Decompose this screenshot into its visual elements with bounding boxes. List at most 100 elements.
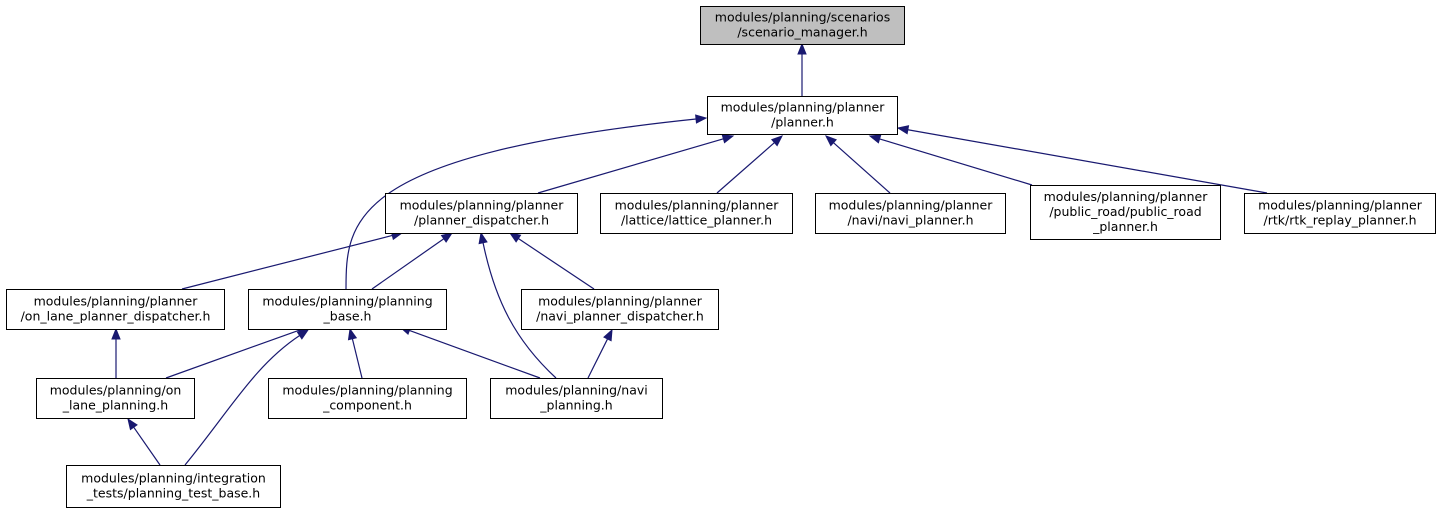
node-label-line: /public_road/public_road [1049,204,1201,219]
node-planning_test_base[interactable]: modules/planning/integration_tests/plann… [66,465,281,508]
edge-line [907,129,1268,194]
node-navi_planner_dispatcher[interactable]: modules/planning/planner/navi_planner_di… [521,289,719,330]
node-label-line: modules/planning/planning [282,383,452,398]
node-public_road_planner[interactable]: modules/planning/planner/public_road/pub… [1030,185,1221,240]
node-label-line: modules/planning/planner [538,294,703,309]
node-label-line: _planner.h [1092,219,1158,234]
arrowhead-icon [347,327,358,341]
edge-line [587,338,609,379]
edge-planning_test_base-to-planning_base [184,329,310,466]
node-planner_dispatcher[interactable]: modules/planning/planner/planner_dispatc… [385,193,578,234]
edge-line [833,142,891,194]
edge-line [517,238,595,290]
node-box [385,193,578,234]
node-lattice_planner[interactable]: modules/planning/planner/lattice/lattice… [600,193,793,234]
node-planner[interactable]: modules/planning/planner/planner.h [707,96,898,135]
node-planning_base[interactable]: modules/planning/planning_base.h [248,289,447,330]
edge-line [181,234,393,290]
node-label-line: /on_lane_planner_dispatcher.h [21,309,211,324]
node-label-line: modules/planning/planner [34,294,199,309]
node-label-line: _base.h [323,309,372,324]
arrowhead-icon [770,135,784,147]
node-box [248,289,447,330]
node-label-line: /navi/navi_planner.h [847,213,973,228]
node-label-line: /navi_planner_dispatcher.h [536,309,704,324]
arrowhead-icon [695,114,708,124]
arrowhead-icon [478,231,488,245]
edge-navi_planning-to-planner_dispatcher [478,231,557,379]
node-box [815,193,1006,234]
node-on_lane_planner_dispatcher[interactable]: modules/planning/planner/on_lane_planner… [6,289,225,330]
node-label-line: modules/planning/planner [1044,189,1209,204]
node-label-line: /planner.h [771,115,834,130]
node-label-line: /planner_dispatcher.h [414,213,549,228]
node-label-line: _tests/planning_test_base.h [86,486,260,501]
node-scenario_manager[interactable]: modules/planning/scenarios/scenario_mana… [700,6,905,45]
node-label-line: modules/planning/planning [262,294,432,309]
node-label-line: modules/planning/integration [81,471,266,486]
edge-rtk_replay_planner-to-planner [896,125,1268,194]
arrowhead-icon [824,135,837,147]
arrowhead-icon [896,125,910,135]
edge-line [133,426,161,466]
edge-planner_dispatcher-to-planner [537,134,735,194]
node-box [707,96,898,135]
edge-planning_base-to-planner_dispatcher [371,232,454,290]
node-box [66,465,281,508]
edge-planning_component-to-planning_base [347,327,363,379]
node-label-line: _planning.h [539,398,612,413]
node-label-line: modules/planning/planner [615,198,780,213]
edge-navi_planner_dispatcher-to-planner_dispatcher [508,232,595,290]
arrowhead-icon [127,417,138,431]
edge-line [409,329,541,379]
node-label-line: modules/planning/navi [505,383,647,398]
edge-planning_test_base-to-on_lane_planning [127,417,161,466]
edge-line [716,142,775,194]
arrowhead-icon [296,329,310,340]
node-label-line: /rtk/rtk_replay_planner.h [1264,213,1417,228]
edge-line [165,329,299,379]
node-navi_planner[interactable]: modules/planning/planner/navi/navi_plann… [815,193,1006,234]
arrowhead-icon [508,232,522,243]
edge-line [482,242,557,379]
edge-line [345,118,697,290]
node-rtk_replay_planner[interactable]: modules/planning/planner/rtk/rtk_replay_… [1244,193,1436,234]
edge-planning_base-to-planner [345,114,708,290]
node-on_lane_planning[interactable]: modules/planning/on_lane_planning.h [36,378,195,419]
arrowhead-icon [603,328,613,342]
node-label-line: modules/planning/planner [400,198,565,213]
node-box [1030,185,1221,240]
node-planning_component[interactable]: modules/planning/planning_component.h [268,378,467,419]
node-box [700,6,905,45]
nodes-layer: modules/planning/scenarios/scenario_mana… [6,6,1436,508]
arrowhead-icon [797,42,807,55]
node-label-line: /scenario_manager.h [737,25,867,40]
node-box [490,378,663,419]
arrowhead-icon [721,134,735,144]
arrowhead-icon [868,134,882,144]
node-box [521,289,719,330]
node-box [36,378,195,419]
node-label-line: modules/planning/planner [1258,198,1423,213]
node-label-line: modules/planning/planner [829,198,994,213]
node-label-line: modules/planning/scenarios [715,10,890,25]
node-label-line: modules/planning/on [50,383,182,398]
node-label-line: /lattice/lattice_planner.h [621,213,772,228]
edge-navi_planning-to-navi_planner_dispatcher [587,328,613,379]
edge-planner-to-scenario_manager [797,42,807,96]
arrowhead-icon [440,232,454,243]
node-label-line: _lane_planning.h [62,398,168,413]
node-navi_planning[interactable]: modules/planning/navi_planning.h [490,378,663,419]
node-box [600,193,793,234]
node-box [1244,193,1436,234]
edge-line [371,238,445,290]
edge-on_lane_planner_dispatcher-to-planner_dispatcher [181,230,404,290]
edge-on_lane_planning-to-on_lane_planner_dispatcher [111,327,121,378]
node-box [268,378,467,419]
node-label-line: modules/planning/planner [721,100,886,115]
edge-lattice_planner-to-planner [716,135,784,194]
edge-on_lane_planning-to-planning_base [165,326,310,379]
arrowhead-icon [111,327,121,340]
edge-line [351,338,363,379]
